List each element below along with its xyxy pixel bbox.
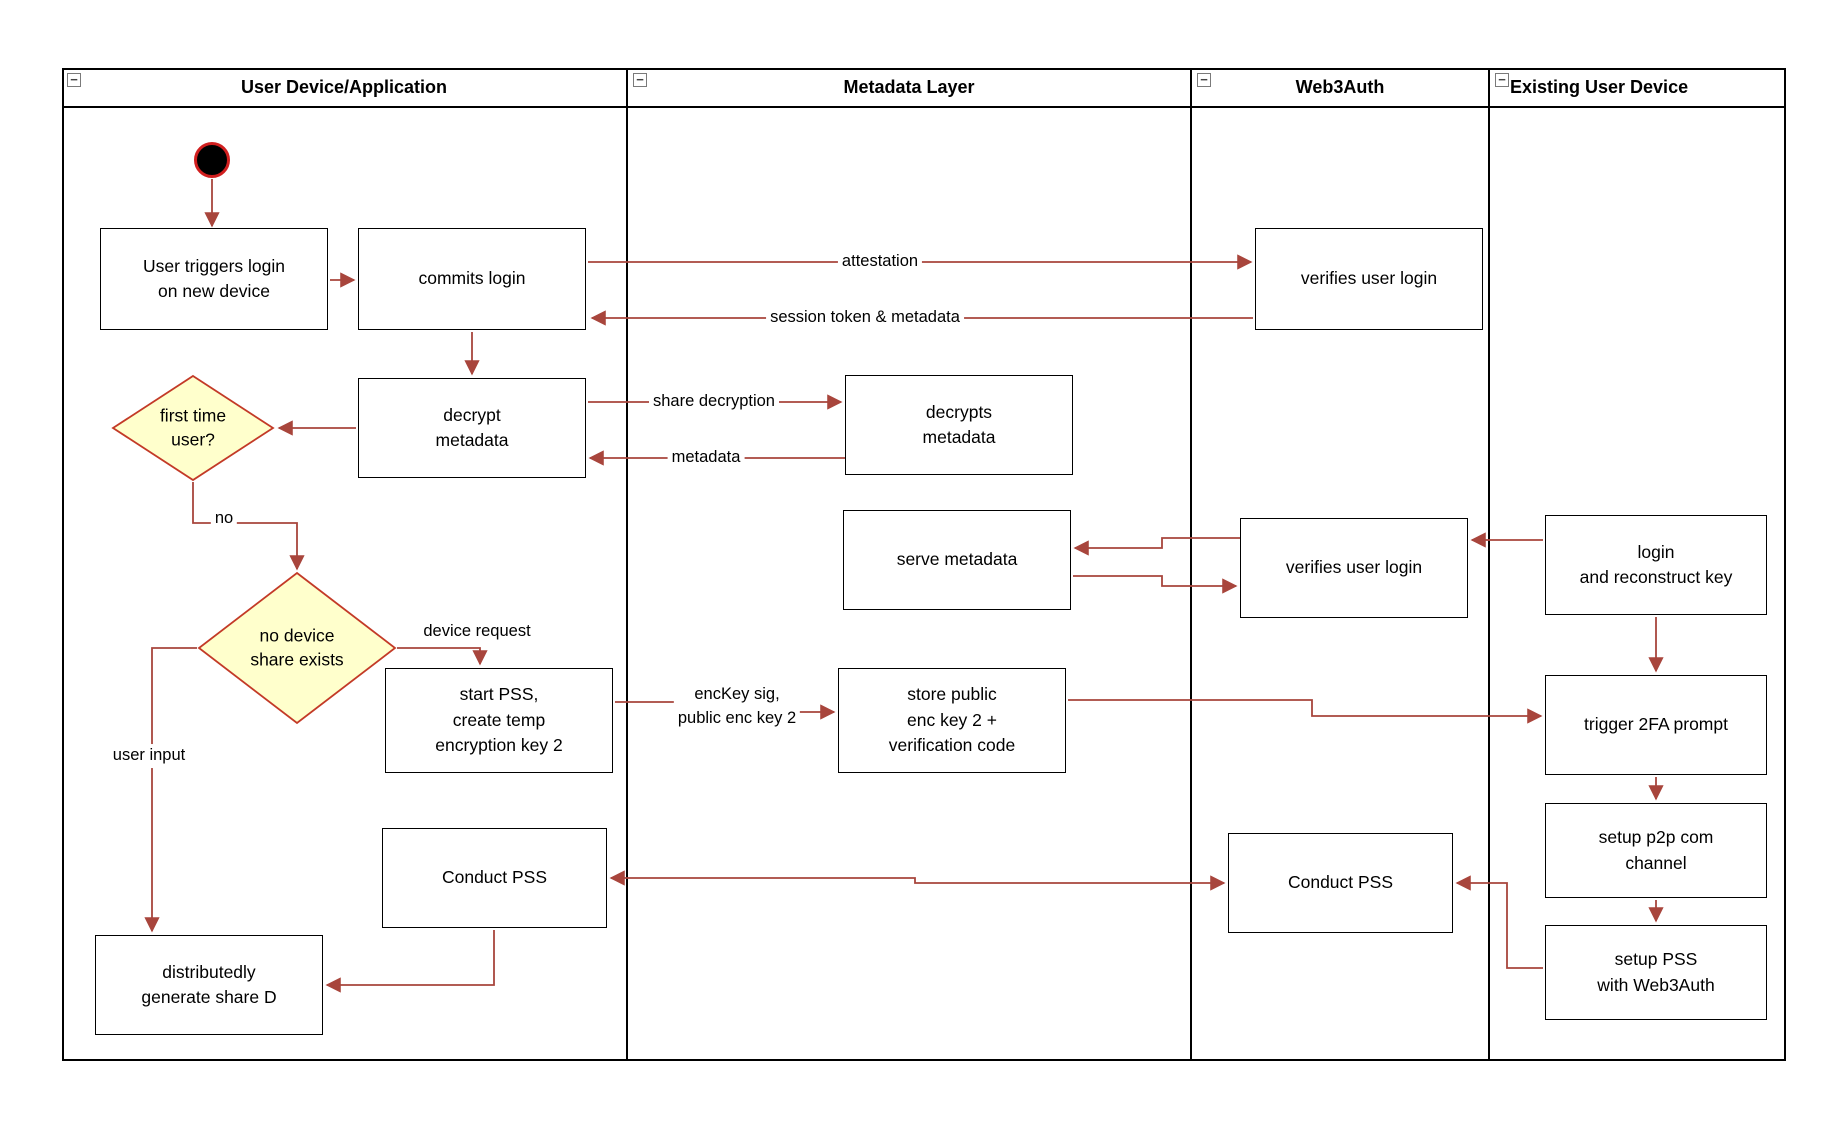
lane-title: Web3Auth (1295, 76, 1385, 97)
lane-existing-user-device: − Existing User Device (1490, 68, 1786, 1061)
edge-label-session-token: session token & metadata (766, 306, 964, 330)
node-store-public-enc-key[interactable]: store public enc key 2 + verification co… (838, 668, 1066, 773)
lane-metadata-layer: − Metadata Layer (628, 68, 1192, 1061)
lane-title: User Device/Application (240, 76, 448, 97)
diagram-frame (62, 68, 1786, 1061)
edge-verifies-to-serve (1073, 537, 1240, 556)
edge-conduct-to-shared (325, 930, 495, 993)
node-setup-pss-web3auth[interactable]: setup PSS with Web3Auth (1545, 925, 1767, 1020)
collapse-lane-icon[interactable]: − (633, 73, 647, 87)
lane-title: Metadata Layer (843, 76, 975, 97)
edge-label-enckey: encKey sig, public enc key 2 (673, 683, 801, 731)
lane-header-existing-user-device: − Existing User Device (1490, 68, 1786, 108)
edge-label-attestation: attestation (837, 250, 923, 274)
edge-no-branch (192, 482, 305, 571)
edge-label-user-input: user input (108, 744, 190, 768)
collapse-lane-icon[interactable]: − (67, 73, 81, 87)
node-decrypts-metadata[interactable]: decrypts metadata (845, 375, 1073, 475)
node-verifies-user-login-2[interactable]: verifies user login (1240, 518, 1468, 618)
lane-title: Existing User Device (1510, 76, 1689, 97)
edge-label-metadata: metadata (667, 446, 745, 470)
node-user-triggers-login[interactable]: User triggers login on new device (100, 228, 328, 330)
edge-store-to-2fa (1068, 699, 1543, 724)
lane-header-metadata-layer: − Metadata Layer (628, 68, 1190, 108)
node-start-pss[interactable]: start PSS, create temp encryption key 2 (385, 668, 613, 773)
decision-label-no-device-share: no device share exists (250, 625, 344, 669)
decision-no-device-share[interactable] (197, 571, 397, 725)
edge-label-share-decryption: share decryption (649, 390, 779, 414)
node-serve-metadata[interactable]: serve metadata (843, 510, 1071, 610)
node-login-reconstruct-key[interactable]: login and reconstruct key (1545, 515, 1767, 615)
lane-user-device-application: − User Device/Application (62, 68, 628, 1061)
edge-serve-to-verifies (1073, 575, 1238, 594)
edge-conductpss-bidirectional (609, 870, 1226, 891)
collapse-lane-icon[interactable]: − (1197, 73, 1211, 87)
lane-header-web3auth: − Web3Auth (1192, 68, 1488, 108)
node-trigger-2fa-prompt[interactable]: trigger 2FA prompt (1545, 675, 1767, 775)
node-setup-p2p-channel[interactable]: setup p2p com channel (1545, 803, 1767, 898)
collapse-lane-icon[interactable]: − (1495, 73, 1509, 87)
edge-user-input (144, 647, 197, 933)
lane-header-user-device: − User Device/Application (62, 68, 626, 108)
node-commits-login[interactable]: commits login (358, 228, 586, 330)
node-verifies-user-login-1[interactable]: verifies user login (1255, 228, 1483, 330)
node-generate-share-d[interactable]: distributedly generate share D (95, 935, 323, 1035)
lane-web3auth: − Web3Auth (1192, 68, 1490, 1061)
edge-label-device-request: device request (419, 620, 535, 644)
node-conduct-pss-user[interactable]: Conduct PSS (382, 828, 607, 928)
start-node[interactable] (194, 142, 230, 178)
node-conduct-pss-web3auth[interactable]: Conduct PSS (1228, 833, 1453, 933)
edge-device-request (397, 647, 488, 666)
edge-setuppss-to-conductpss (1455, 875, 1543, 969)
decision-first-time-user[interactable] (111, 374, 275, 482)
decision-label-first-time-user: first time user? (159, 405, 227, 449)
edge-label-no: no (210, 507, 238, 531)
node-decrypt-metadata[interactable]: decrypt metadata (358, 378, 586, 478)
